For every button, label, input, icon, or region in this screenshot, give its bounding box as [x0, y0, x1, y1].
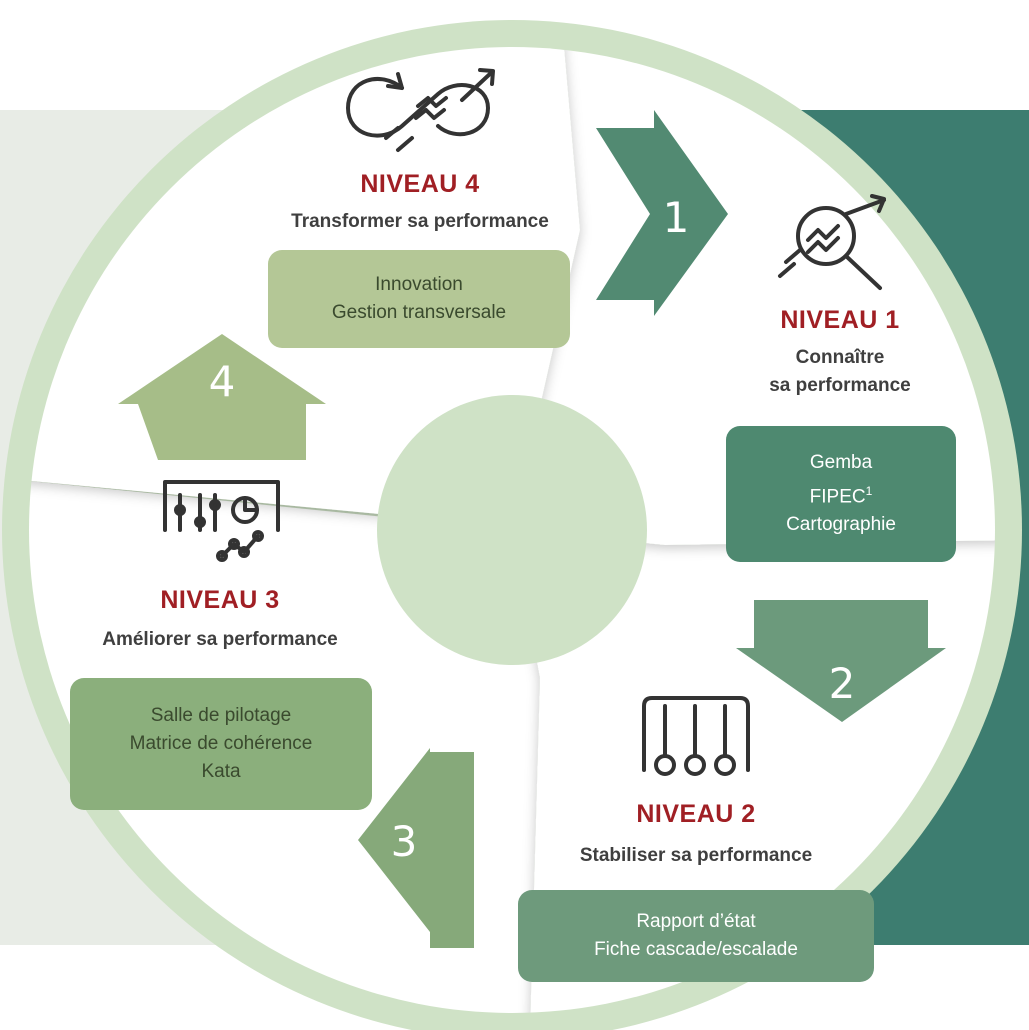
level-4-box-line1: Innovation: [375, 274, 463, 295]
center-circle: [377, 395, 647, 665]
newton-cradle-icon: [642, 696, 750, 776]
level-1-title: NIVEAU 1: [780, 306, 900, 334]
level-3-box-line3: Kata: [201, 761, 241, 782]
arrow-1-number: 1: [663, 193, 690, 242]
level-2-box-line2: Fiche cascade/escalade: [594, 939, 798, 960]
level-1-subtitle-line2: sa performance: [769, 375, 911, 396]
level-4-box: Innovation Gestion transversale: [268, 250, 570, 348]
arrow-4: 4: [118, 334, 326, 460]
arrow-4-number: 4: [209, 357, 236, 406]
level-1-box: Gemba FIPEC1 Cartographie: [726, 426, 956, 562]
level-1-box-line2-text: FIPEC: [809, 486, 866, 508]
level-3-box-line2: Matrice de cohérence: [129, 733, 313, 754]
level-2-box-line1: Rapport d’état: [636, 911, 756, 932]
level-3-title: NIVEAU 3: [160, 586, 280, 614]
level-2-subtitle: Stabiliser sa performance: [579, 845, 813, 866]
magnifier-growth-icon: [778, 194, 886, 290]
level-3-box-line1: Salle de pilotage: [150, 705, 292, 726]
level-1-box-line2: FIPEC1: [810, 477, 873, 511]
footnote-mark: 1: [865, 483, 873, 498]
arrow-3: 3: [358, 748, 474, 948]
arrow-1: 1: [596, 110, 728, 316]
dashboard-sliders-icon: [163, 480, 280, 562]
level-1-box-line1: Gemba: [809, 451, 873, 473]
level-4-subtitle: Transformer sa performance: [291, 211, 549, 232]
arrow-2: 2: [736, 600, 946, 722]
arrow-2-number: 2: [829, 659, 856, 708]
level-3-subtitle: Améliorer sa performance: [102, 629, 338, 650]
level-3-box: Salle de pilotage Matrice de cohérence K…: [70, 678, 372, 810]
level-2-title: NIVEAU 2: [636, 800, 756, 828]
level-4-title: NIVEAU 4: [360, 170, 480, 198]
infinity-growth-icon: [346, 68, 495, 152]
arrow-3-number: 3: [391, 817, 418, 866]
level-4-box-line2: Gestion transversale: [331, 302, 507, 323]
level-1-subtitle-line1: Connaître: [795, 347, 885, 368]
level-1-box-line3: Cartographie: [786, 514, 896, 536]
level-2-box: Rapport d’état Fiche cascade/escalade: [518, 890, 874, 982]
